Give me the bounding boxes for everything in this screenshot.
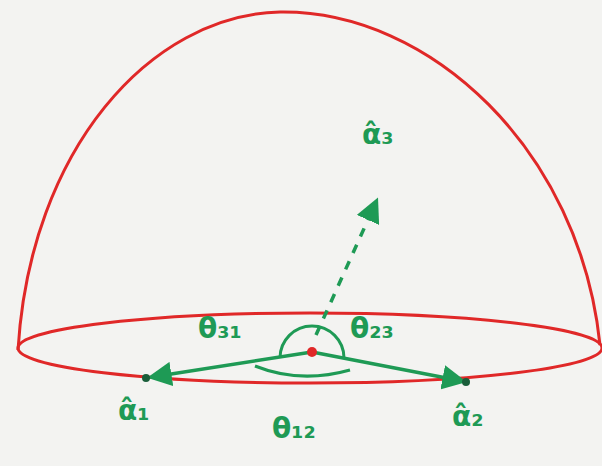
vector-tip: [142, 374, 150, 382]
vector-label: α̂₂: [452, 400, 484, 434]
angle-arc: [280, 326, 344, 358]
base-ellipse: [18, 313, 602, 383]
vector-tip: [462, 378, 470, 386]
vector-arrow: [312, 352, 462, 381]
vector-label: α̂₁: [118, 394, 150, 428]
angle-label: θ₃₁: [198, 312, 242, 346]
center-dot: [307, 347, 317, 357]
dome-outline: [18, 12, 600, 350]
vector-label: α̂₃: [362, 118, 394, 152]
angle-label: θ₁₂: [272, 412, 316, 446]
angle-label: θ₂₃: [350, 312, 394, 346]
angle-arc: [255, 366, 350, 376]
vector-arrow: [152, 352, 312, 377]
